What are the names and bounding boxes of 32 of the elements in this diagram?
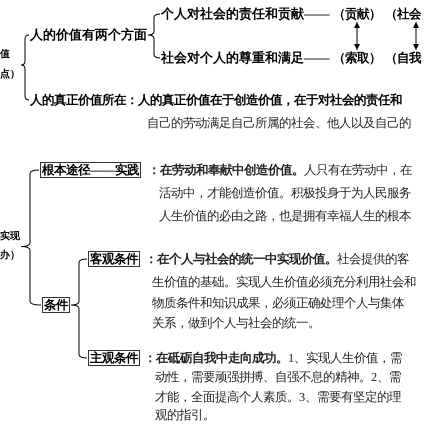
description-text: 关系，做到个人与社会的统一。 — [152, 315, 320, 331]
topic-box: 条件 — [42, 297, 70, 313]
branch-text: 社会对个人的尊重和满足—— — [161, 50, 330, 66]
keyword-text: （索取） — [333, 50, 381, 66]
description-text: ：在劳动和奉献中创造价值。人只有在劳动中，在 — [148, 162, 412, 178]
double-headed-arrow — [354, 22, 360, 50]
topic-text: 值 — [0, 48, 10, 62]
keyword-text: （社会 — [385, 6, 421, 22]
description-text: 观的指引。 — [155, 407, 215, 423]
explanation-text: 自己的劳动满足自己所属的社会、他人以及自己的 — [147, 115, 411, 131]
description-text: 活动中，才能创造价值。积极投身于为人民服务 — [159, 185, 411, 201]
topic-text: 办） — [0, 248, 20, 263]
description-text: ：在砥砺自我中走向成功。1、实现人生价值，需 — [144, 350, 402, 366]
description-text: 才能，全面提高个人素质。3、需要有坚定的理 — [155, 389, 402, 405]
branch-text: 个人对社会的责任和贡献—— — [161, 6, 330, 22]
description-text: 生价值的基础。实现人生价值必须充分利用社会和 — [152, 274, 416, 290]
branch-heading: 人的价值有两个方面 — [30, 27, 147, 43]
curly-brace — [148, 14, 160, 58]
description-text: 动性，需要顽强拼搏、自强不息的精神。2、需 — [155, 369, 402, 385]
statement-text: 人的真正价值所在：人的真正价值在于创造价值，在于对社会的责任和 — [30, 92, 402, 108]
topic-box: 根本途径——实践 — [40, 162, 141, 178]
topic-box: 客观条件 — [88, 251, 140, 267]
description-text: 物质条件和知识成果，必须正确处理个人与集体 — [152, 295, 404, 311]
description-text: ：在个人与社会的统一中实现价值。社会提供的客 — [145, 251, 409, 267]
description-text: 人生价值的必由之路，也是拥有幸福人生的根本 — [159, 208, 411, 224]
curly-brace — [20, 34, 30, 100]
topic-box: 主观条件 — [88, 350, 140, 366]
double-headed-arrow — [413, 22, 419, 50]
topic-text: 点） — [0, 68, 20, 82]
keyword-text: （自我 — [385, 50, 421, 66]
topic-text: 实现 — [0, 229, 20, 244]
keyword-text: （贡献） — [333, 6, 381, 22]
